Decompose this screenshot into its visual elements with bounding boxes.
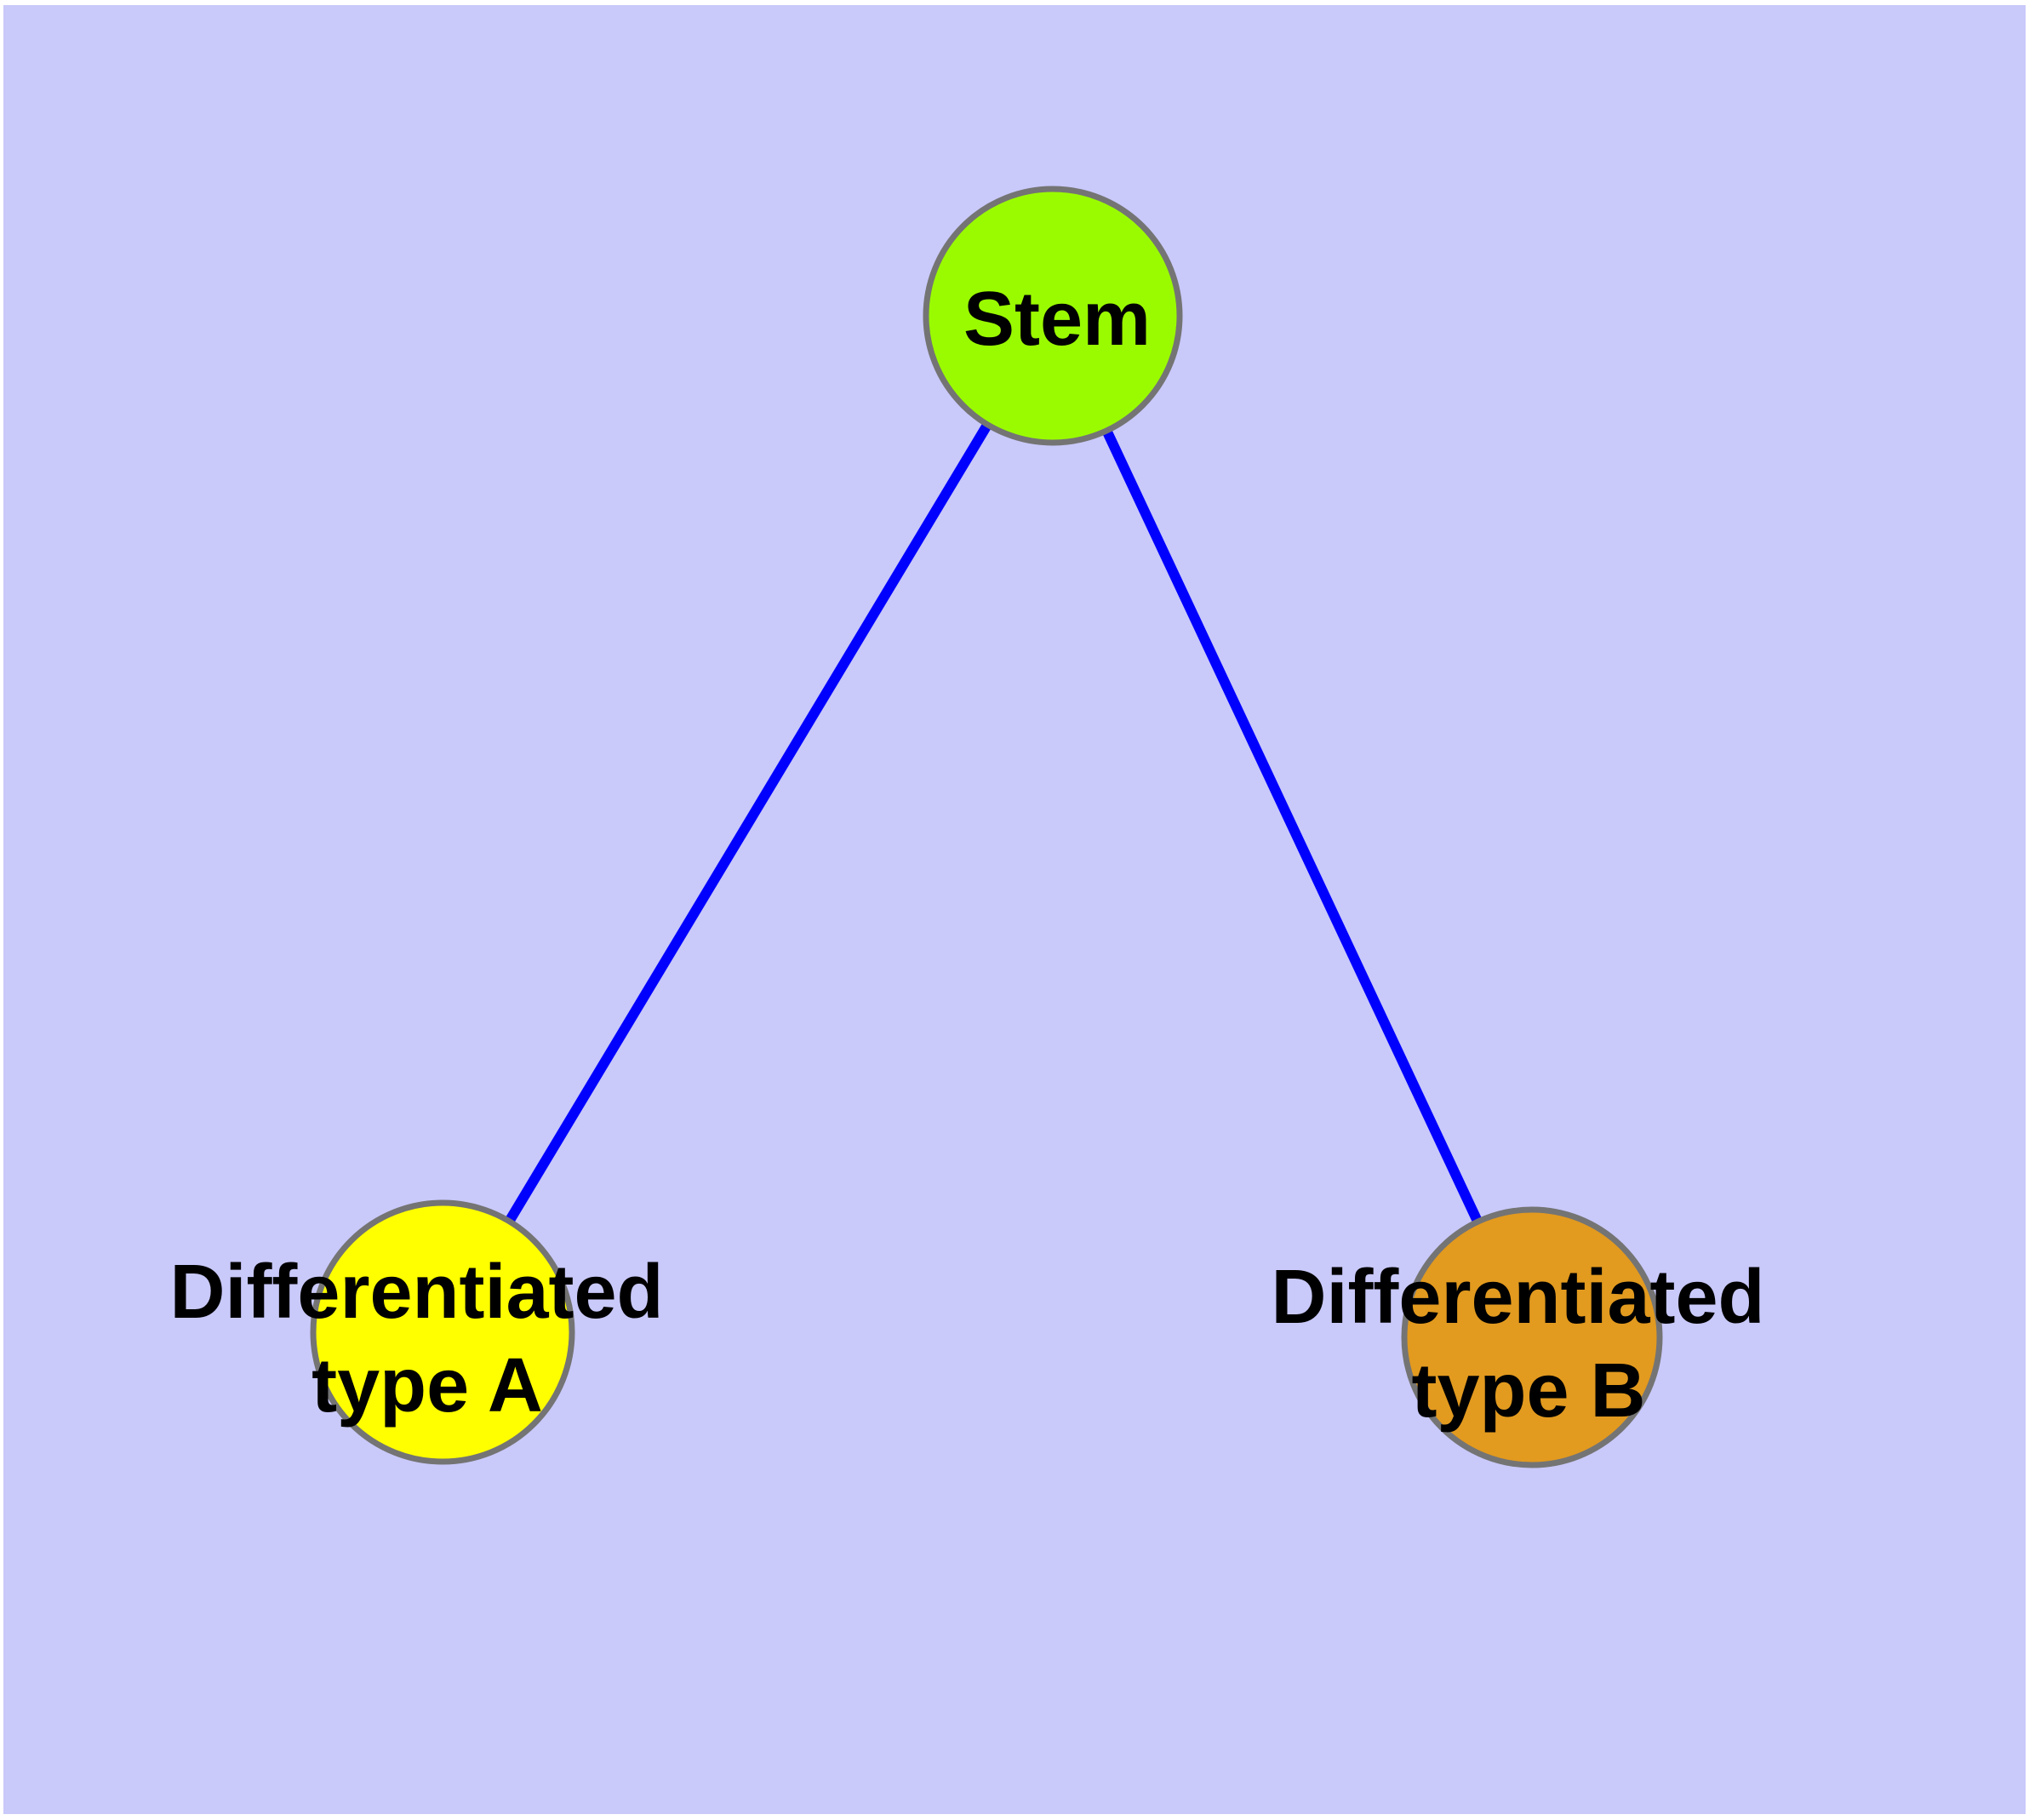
node-differentiated-type-b: Differentiated type B: [1271, 1206, 1786, 1468]
type-a-label-line-2: type A: [311, 1343, 543, 1428]
type-a-node-label: Differentiated type A: [169, 1250, 684, 1428]
edge-layer: [437, 312, 1537, 1340]
type-a-label-line-1: Differentiated: [169, 1250, 663, 1335]
stem-node-label: Stem: [963, 277, 1151, 362]
edge-stem-to-type-a: [437, 312, 1058, 1336]
node-differentiated-type-a: Differentiated type A: [169, 1199, 684, 1465]
type-b-node-circle: [1401, 1206, 1663, 1468]
type-a-node-circle: [310, 1199, 575, 1465]
type-b-label-line-1: Differentiated: [1271, 1255, 1764, 1340]
type-b-label-line-2: type B: [1411, 1348, 1645, 1434]
stem-node-circle: [923, 186, 1183, 446]
type-b-node-label: Differentiated type B: [1271, 1255, 1786, 1434]
node-stem: Stem: [923, 186, 1183, 446]
edge-stem-to-type-b: [1048, 313, 1537, 1340]
